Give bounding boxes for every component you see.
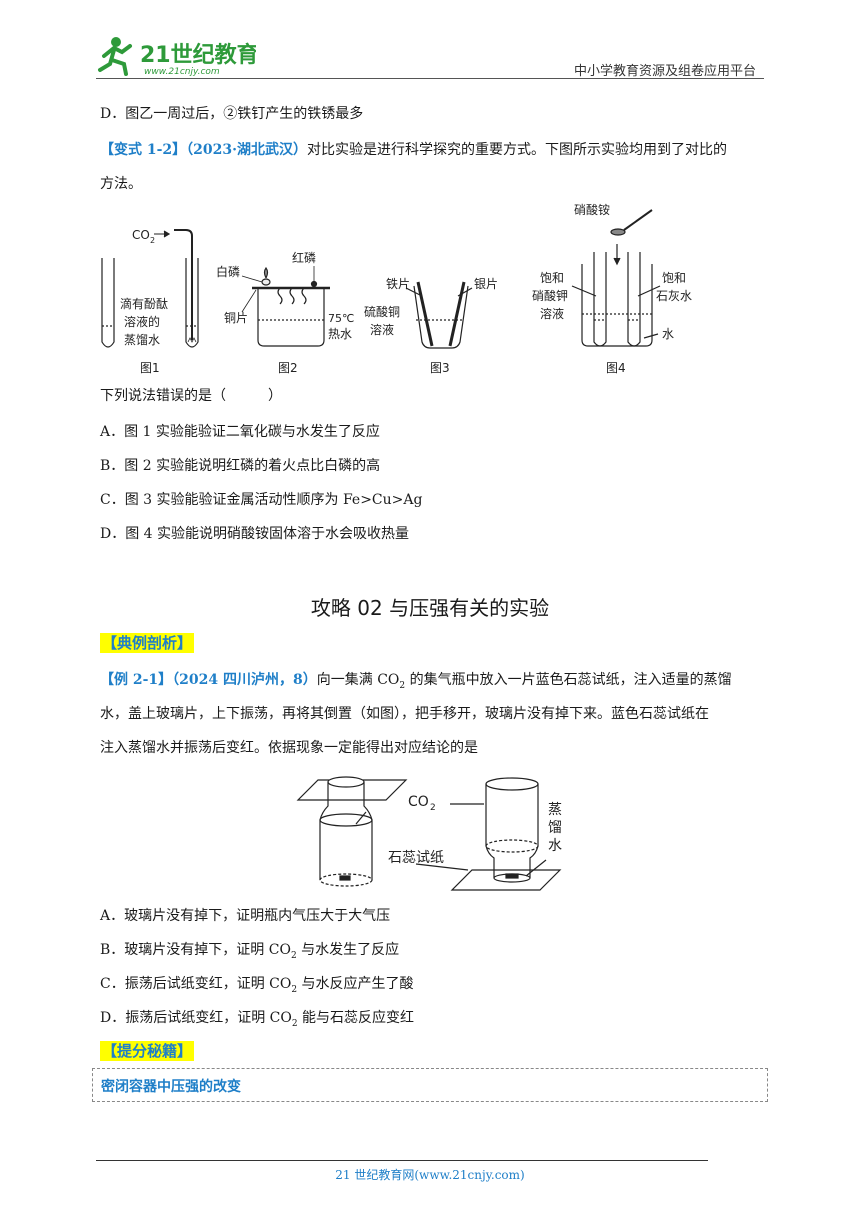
section-title: 攻略 02 与压强有关的实验 <box>310 596 550 620</box>
fig2-temp: 75℃ <box>328 312 354 325</box>
variant-source: （2023·湖北武汉） <box>186 142 308 158</box>
fig3-cuso4-1: 硫酸铜 <box>364 304 400 319</box>
figure-1 <box>101 229 199 348</box>
fig1-label2: 溶液的 <box>124 314 160 329</box>
fig4-lime-1: 饱和 <box>662 270 686 285</box>
tips-box: 密闭容器中压强的改变 <box>92 1068 768 1102</box>
fig1-co2: CO <box>132 228 150 242</box>
figure-4 <box>571 209 661 347</box>
fig4-kno3-2: 硝酸钾 <box>532 288 568 303</box>
fig4-water: 水 <box>662 327 674 341</box>
prev-option-d: D．图乙一周过后，②铁钉产生的铁锈最多 <box>100 106 364 122</box>
fig4-lime-2: 石灰水 <box>656 289 692 303</box>
variant-figures: CO 2 滴有酚酞 溶液的 蒸馏水 图1 白磷 红磷 铜片 75℃ 热水 图2 … <box>101 202 692 375</box>
example-fig-co2-sub: 2 <box>430 803 436 813</box>
example-option-a: A．玻璃片没有掉下，证明瓶内气压大于大气压 <box>100 908 391 924</box>
example-option-d: D．振荡后试纸变红，证明 CO2 能与石蕊反应变红 <box>100 1010 415 1029</box>
fig1-caption: 图1 <box>140 361 160 375</box>
fig3-cuso4-2: 溶液 <box>370 322 394 337</box>
example-figure: CO 2 石蕊试纸 蒸 馏 水 <box>296 776 562 891</box>
example-option-b: B．玻璃片没有掉下，证明 CO2 与水发生了反应 <box>100 942 400 961</box>
figure-2 <box>241 266 330 347</box>
example-option-c: C．振荡后试纸变红，证明 CO2 与水反应产生了酸 <box>100 976 414 995</box>
footer-text: 21 世纪教育网(www.21cnjy.com) <box>335 1168 525 1182</box>
example-line3: 注入蒸馏水并振荡后变红。依据现象一定能得出对应结论的是 <box>100 740 478 756</box>
example-fig-co2: CO <box>408 794 429 810</box>
variant-tag: 【变式 1-2】 <box>100 142 187 158</box>
example-fig-water1: 蒸 <box>548 802 562 818</box>
tips-tag: 【提分秘籍】 <box>100 1041 195 1061</box>
fig4-nh4no3: 硝酸铵 <box>574 202 610 217</box>
fig4-caption: 图4 <box>606 361 626 375</box>
example-tag: 【例 2-1】 <box>100 672 173 688</box>
fig3-silver: 银片 <box>474 277 498 291</box>
example-fig-litmus: 石蕊试纸 <box>388 850 444 866</box>
example-line1: 【例 2-1】（2024 四川泸州，8）向一集满 CO2 的集气瓶中放入一片蓝色… <box>100 672 732 691</box>
variant-option-d: D．图 4 实验能说明硝酸铵固体溶于水会吸收热量 <box>100 526 410 542</box>
site-logo: 21世纪教育 www.21cnjy.com <box>96 34 259 78</box>
figure-3 <box>405 281 473 349</box>
fig2-hot-water: 热水 <box>328 327 352 341</box>
footer-divider <box>96 1160 708 1161</box>
fig2-red-p: 红磷 <box>292 250 316 265</box>
example-line2: 水，盖上玻璃片，上下振荡，再将其倒置（如图），把手移开，玻璃片没有掉下来。蓝色石… <box>100 706 709 722</box>
example-source: （2024 四川泸州，8） <box>172 672 317 688</box>
variant-text-line2: 方法。 <box>100 176 142 192</box>
runner-logo-icon <box>98 37 132 76</box>
fig1-label3: 蒸馏水 <box>124 333 160 347</box>
fig4-kno3-1: 饱和 <box>540 270 564 285</box>
logo-text: 21世纪教育 <box>140 42 256 68</box>
header-platform-name: 中小学教育资源及组卷应用平台 <box>573 64 756 79</box>
example-fig-water3: 水 <box>548 838 562 854</box>
variant-question: 【变式 1-2】（2023·湖北武汉）对比实验是进行科学探究的重要方式。下图所示… <box>100 140 727 160</box>
variant-text-line1: 对比实验是进行科学探究的重要方式。下图所示实验均用到了对比的 <box>307 142 728 158</box>
fig1-co2-sub: 2 <box>150 236 155 245</box>
logo-url: www.21cnjy.com <box>144 67 220 77</box>
fig2-white-p: 白磷 <box>216 264 240 279</box>
variant-question-stem: 下列说法错误的是（ ） <box>100 388 282 404</box>
fig3-iron: 铁片 <box>386 277 410 291</box>
fig1-label1: 滴有酚酞 <box>120 296 168 311</box>
variant-option-b: B．图 2 实验能说明红磷的着火点比白磷的高 <box>100 458 381 474</box>
fig4-kno3-3: 溶液 <box>540 306 564 321</box>
example-fig-water2: 馏 <box>548 820 562 836</box>
tips-box-text: 密闭容器中压强的改变 <box>101 1079 241 1095</box>
header-divider <box>96 78 764 79</box>
variant-option-a: A．图 1 实验能验证二氧化碳与水发生了反应 <box>100 424 380 440</box>
example-analysis-tag: 【典例剖析】 <box>100 633 195 653</box>
fig3-caption: 图3 <box>430 361 450 375</box>
fig2-caption: 图2 <box>278 361 298 375</box>
fig2-copper: 铜片 <box>224 310 248 325</box>
variant-option-c: C．图 3 实验能验证金属活动性顺序为 Fe>Cu>Ag <box>100 492 423 508</box>
